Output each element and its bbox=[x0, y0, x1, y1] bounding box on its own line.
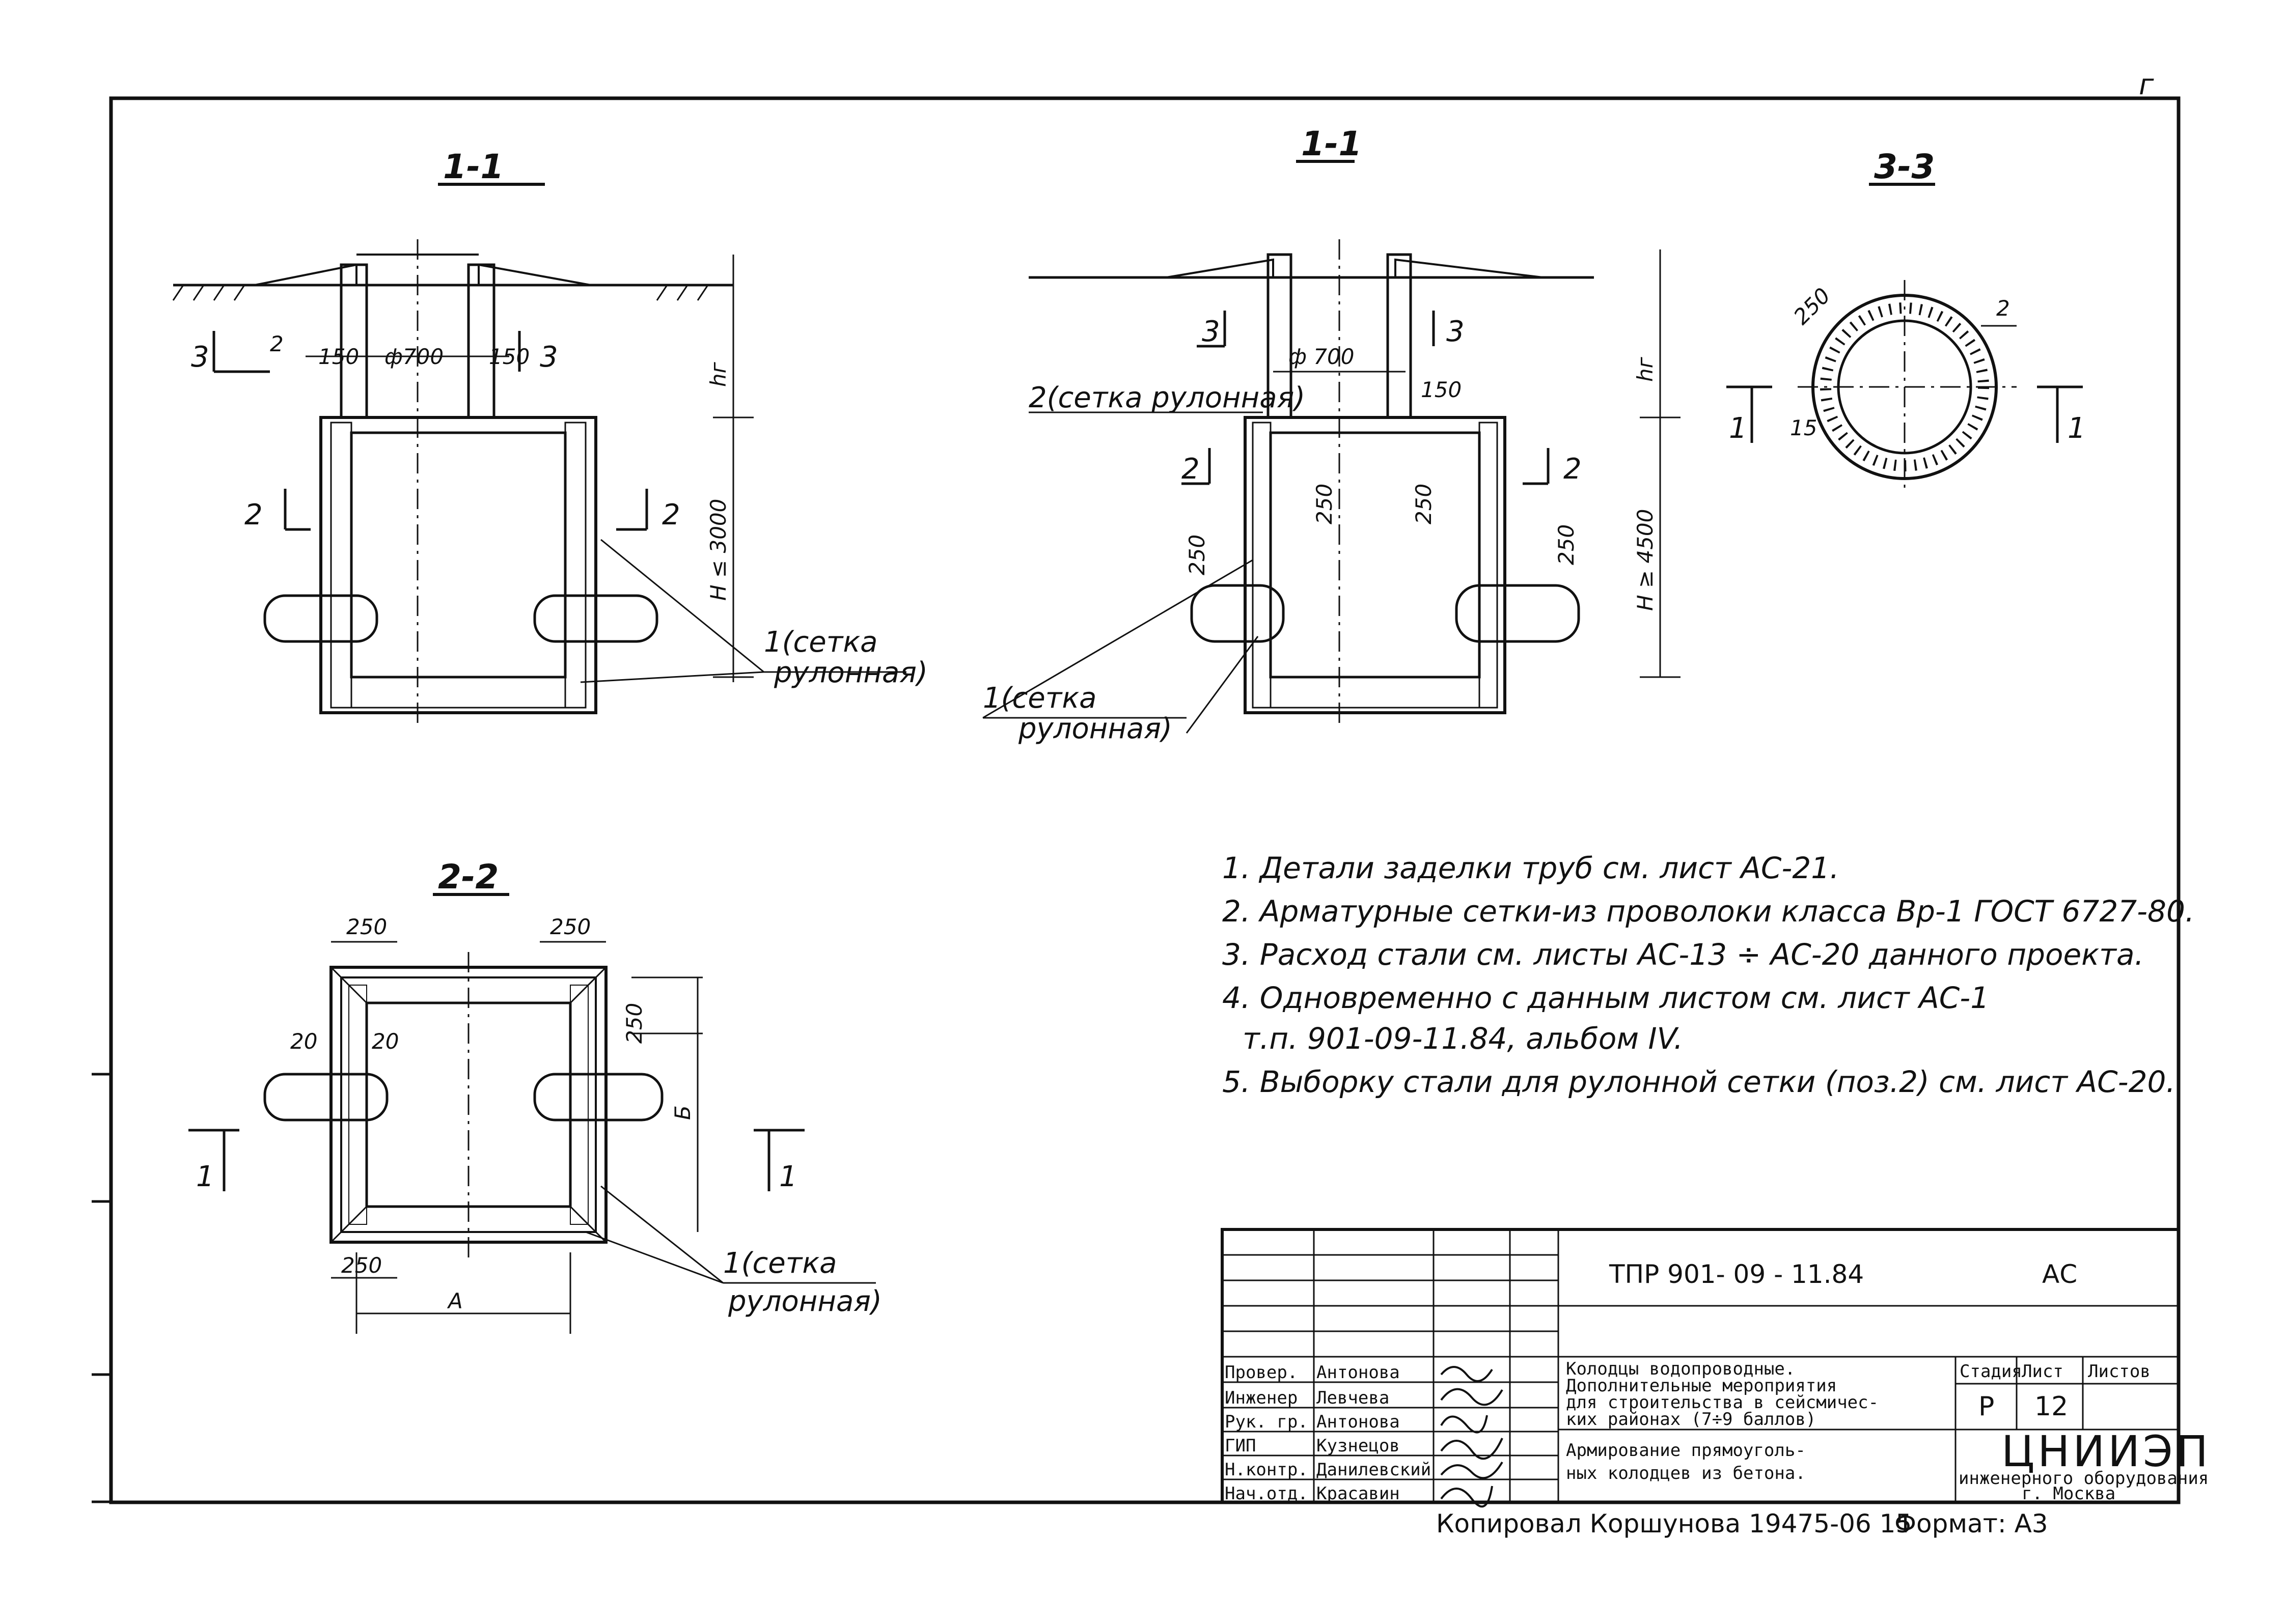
note-3: 3. Расход стали см. листы АС-13 ÷ АС-20 … bbox=[1222, 937, 2144, 972]
cut2-right-label: 2 bbox=[1563, 453, 1582, 486]
note-1: 1. Детали заделки труб см. лист АС-21. bbox=[1222, 851, 1839, 885]
cut3-right-label: 3 bbox=[540, 341, 558, 374]
dim-250-c: 250 bbox=[1185, 535, 1209, 575]
role-2: Рук. гр. bbox=[1225, 1412, 1308, 1432]
project-title-2: для строительства в сейсмичес- bbox=[1566, 1392, 1879, 1413]
section-3-3: 3-3 250 15 2 1 1 bbox=[1726, 147, 2086, 494]
section-1-1-center: 1-1 3 3 2 2 2(сетка рулонная) ф 700 150 bbox=[982, 124, 1681, 745]
copied-by: Копировал Коршунова 19475-06 15 bbox=[1436, 1509, 1912, 1538]
note-4b: т.п. 901-09-11.84, альбом IV. bbox=[1243, 1021, 1683, 1056]
name-4: Данилевский bbox=[1316, 1460, 1431, 1480]
section-2-2: 2-2 250 250 250 Б 20 20 250 А 1 bbox=[188, 857, 882, 1334]
role-5: Нач.отд. bbox=[1225, 1483, 1308, 1504]
dim-250-a: 250 bbox=[1312, 484, 1337, 524]
sheet-frame: г bbox=[92, 68, 2181, 1504]
cut3-right-label: 3 bbox=[1446, 315, 1465, 348]
callout-mesh-1: 1(сетка bbox=[723, 1247, 837, 1280]
doc-mark: АС bbox=[2042, 1259, 2077, 1289]
project-title-1: Дополнительные мероприятия bbox=[1566, 1376, 1837, 1396]
cut-right-label: 1 bbox=[2068, 412, 2086, 445]
callout-mesh-2: 2(сетка рулонная) bbox=[1029, 381, 1305, 414]
dim-250: 250 bbox=[1788, 283, 1835, 329]
dim-250-right: 250 bbox=[622, 1003, 647, 1044]
dim-150: 150 bbox=[1421, 377, 1462, 402]
name-5: Красавин bbox=[1316, 1483, 1400, 1504]
dim-height: H ≤ 3000 bbox=[706, 499, 731, 601]
section-b-title: 1-1 bbox=[1301, 124, 1362, 163]
dim-hr: hг bbox=[1633, 356, 1658, 382]
role-4: Н.контр. bbox=[1225, 1460, 1308, 1480]
dim-250-top-left: 250 bbox=[346, 914, 387, 939]
note-5: 5. Выборку стали для рулонной сетки (поз… bbox=[1222, 1065, 2175, 1099]
dim-diameter: ф 700 bbox=[1288, 344, 1354, 369]
role-1: Инженер bbox=[1225, 1388, 1298, 1408]
cut-right-label: 1 bbox=[779, 1160, 797, 1193]
name-2: Антонова bbox=[1316, 1412, 1400, 1432]
footer: Копировал Коршунова 19475-06 15 Формат: … bbox=[1436, 1509, 2048, 1538]
cut-left-label: 1 bbox=[196, 1160, 214, 1193]
cut-left-label: 1 bbox=[1729, 412, 1747, 445]
cut3-left-label: 3 bbox=[191, 341, 209, 374]
name-0: Антонова bbox=[1316, 1362, 1400, 1383]
dim-250-top-right: 250 bbox=[550, 914, 591, 939]
section-a-title: 1-1 bbox=[443, 147, 504, 186]
callout-mesh-1b: рулонная) bbox=[728, 1285, 882, 1318]
callout-mesh-1: 1(сетка bbox=[764, 626, 877, 659]
dim-hr: hг bbox=[706, 361, 731, 387]
sheet-title-1: ных колодцев из бетона. bbox=[1566, 1463, 1806, 1483]
general-notes: 1. Детали заделки труб см. лист АС-21. 2… bbox=[1222, 851, 2194, 1099]
dim-15: 15 bbox=[1790, 415, 1817, 440]
note-4: 4. Одновременно с данным листом см. лист… bbox=[1222, 981, 1989, 1015]
dim-250-bottom: 250 bbox=[341, 1253, 382, 1278]
format-label: Формат: А3 bbox=[1894, 1509, 2048, 1538]
signatures bbox=[1440, 1366, 1503, 1508]
callout-mesh-1b: рулонная) bbox=[774, 656, 928, 689]
section-d-title: 2-2 bbox=[438, 857, 499, 897]
col-sheet: Лист bbox=[2022, 1361, 2063, 1382]
org-sub: инженерного оборудования bbox=[1959, 1468, 2209, 1489]
dim-b: Б bbox=[670, 1105, 695, 1120]
dim-250-d: 250 bbox=[1554, 524, 1579, 565]
section-c-title: 3-3 bbox=[1874, 147, 1935, 186]
section-1-1-left: 1-1 3 3 2 2 bbox=[172, 147, 928, 728]
page-mark: г bbox=[2139, 68, 2154, 101]
dim-height: H ≥ 4500 bbox=[1633, 509, 1658, 611]
note-2: 2. Арматурные сетки-из проволоки класса … bbox=[1222, 894, 2194, 929]
dim-20-b: 20 bbox=[372, 1029, 399, 1054]
pos-2-label: 2 bbox=[1996, 296, 2010, 321]
callout-mesh-1: 1(сетка bbox=[983, 682, 1096, 715]
dim-250-b: 250 bbox=[1411, 484, 1436, 524]
name-3: Кузнецов bbox=[1316, 1436, 1400, 1456]
project-title-0: Колодцы водопроводные. bbox=[1566, 1359, 1795, 1379]
cut2-left-label: 2 bbox=[1181, 453, 1200, 486]
role-3: ГИП bbox=[1225, 1436, 1256, 1456]
org-name: ЦНИИЭП bbox=[2001, 1426, 2211, 1476]
project-title-3: ких районах (7÷9 баллов) bbox=[1566, 1409, 1816, 1430]
cut2-left-label: 2 bbox=[244, 498, 263, 531]
stage-value: Р bbox=[1978, 1391, 1994, 1422]
title-block: Провер. Инженер Рук. гр. ГИП Н.контр. На… bbox=[1221, 1228, 2211, 1508]
doc-code: ТПР 901- 09 - 11.84 bbox=[1609, 1259, 1864, 1289]
org-city: г. Москва bbox=[2022, 1483, 2115, 1504]
dim-20-a: 20 bbox=[290, 1029, 317, 1054]
pos-2-label: 2 bbox=[270, 331, 284, 356]
callout-mesh-1b: рулонная) bbox=[1018, 712, 1172, 745]
col-stage: Стадия bbox=[1960, 1361, 2022, 1382]
sheet-title-0: Армирование прямоуголь- bbox=[1566, 1440, 1806, 1461]
cut3-left-label: 3 bbox=[1202, 315, 1220, 348]
dim-a: А bbox=[447, 1289, 463, 1313]
name-1: Левчева bbox=[1316, 1388, 1389, 1408]
role-0: Провер. bbox=[1225, 1362, 1298, 1383]
sheet-no-value: 12 bbox=[2034, 1391, 2068, 1422]
col-sheets: Листов bbox=[2088, 1361, 2151, 1382]
cut2-right-label: 2 bbox=[662, 498, 680, 531]
